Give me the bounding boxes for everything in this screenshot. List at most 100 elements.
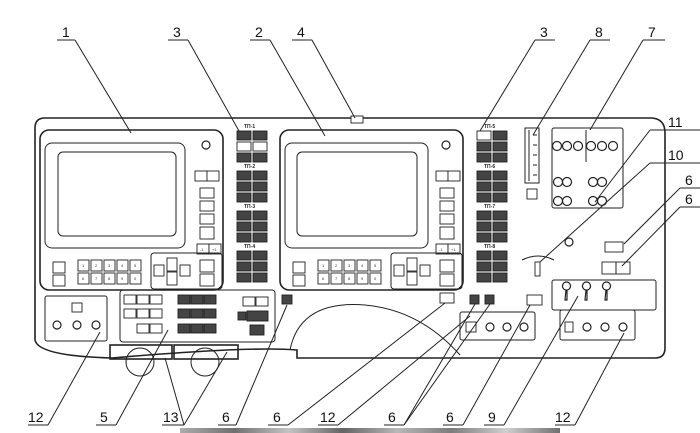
toggle-switch-panel-9 xyxy=(551,279,657,311)
svg-text:8: 8 xyxy=(108,276,111,281)
callout-6b: 6 xyxy=(685,191,693,207)
func-button-2[interactable] xyxy=(199,200,215,212)
right-display-unit: -1 +1 1 2 3 4 5 6 7 8 9 0 xyxy=(279,129,464,291)
right-arrow-left[interactable] xyxy=(393,264,405,277)
knob[interactable] xyxy=(552,176,564,188)
callout-5: 5 xyxy=(100,409,108,425)
connector-panel-left xyxy=(44,295,108,342)
switch-6d[interactable] xyxy=(484,294,495,305)
mode-button-a[interactable] xyxy=(194,170,208,182)
left-key-groups: ТП-1 ТП-2 ТП-3 ТП-4 xyxy=(236,124,268,283)
right-enter-button-b[interactable] xyxy=(439,273,455,287)
left-arrow-down[interactable] xyxy=(166,271,178,286)
knob[interactable] xyxy=(607,140,619,152)
left-arrow-right[interactable] xyxy=(179,264,191,277)
callout-labels-bottom: 12 5 13 6 6 12 6 6 9 12 xyxy=(28,409,571,425)
svg-text:ТП-8: ТП-8 xyxy=(484,244,495,250)
knob[interactable] xyxy=(587,176,599,188)
left-arrow-up[interactable] xyxy=(166,257,178,272)
panel-outline xyxy=(34,117,666,359)
callout-3: 3 xyxy=(173,24,181,40)
svg-text:ТП-1: ТП-1 xyxy=(244,124,255,130)
knob[interactable] xyxy=(561,176,573,188)
left-toggle-up[interactable] xyxy=(52,261,66,274)
brightness-knob[interactable] xyxy=(201,140,211,150)
switch-6a[interactable] xyxy=(604,241,624,253)
left-enter-button-a[interactable] xyxy=(199,259,215,273)
svg-text:1: 1 xyxy=(82,263,85,268)
svg-text:6: 6 xyxy=(322,276,325,281)
svg-text:9: 9 xyxy=(361,276,364,281)
right-toggle-down[interactable] xyxy=(292,274,306,287)
svg-text:9: 9 xyxy=(121,276,124,281)
left-enter-button-b[interactable] xyxy=(199,273,215,287)
left-display-unit: -1 +1 1 2 3 4 5 6 7 8 9 0 xyxy=(39,129,224,291)
svg-text:5: 5 xyxy=(134,263,137,268)
switch-6c[interactable] xyxy=(469,294,480,305)
right-arrow-up[interactable] xyxy=(406,257,418,272)
left-arrow-left[interactable] xyxy=(153,264,165,277)
callout-7: 7 xyxy=(648,24,656,40)
callout-12a: 12 xyxy=(28,409,44,425)
callout-1: 1 xyxy=(62,24,70,40)
right-toggle-up[interactable] xyxy=(292,261,306,274)
callout-2: 2 xyxy=(255,24,263,40)
knob[interactable] xyxy=(561,140,573,152)
knob[interactable] xyxy=(551,140,563,152)
switch-6g[interactable] xyxy=(281,294,293,305)
step-plus-button[interactable] xyxy=(208,243,222,255)
knob-cluster xyxy=(551,127,624,209)
right-step-plus-label: +1 xyxy=(451,247,456,252)
toggle[interactable] xyxy=(601,281,612,301)
mode-button-b[interactable] xyxy=(206,170,220,182)
switch-6e[interactable] xyxy=(526,294,543,306)
knob[interactable] xyxy=(585,140,597,152)
right-func-button-1[interactable] xyxy=(439,187,455,199)
left-toggle-down[interactable] xyxy=(52,274,66,287)
knob[interactable] xyxy=(596,195,608,207)
right-func-button-2[interactable] xyxy=(439,200,455,212)
right-brightness-knob[interactable] xyxy=(441,140,451,150)
callout-6e: 6 xyxy=(388,409,396,425)
knob[interactable] xyxy=(596,176,608,188)
right-mode-button-b[interactable] xyxy=(447,170,461,182)
right-arrow-right[interactable] xyxy=(419,264,431,277)
func-button-4[interactable] xyxy=(199,226,215,240)
callout-12c: 12 xyxy=(555,409,571,425)
callout-labels-right: 11 10 6 6 xyxy=(668,114,693,207)
switch-6f[interactable] xyxy=(439,292,455,304)
knob[interactable] xyxy=(596,140,608,152)
func-button-3[interactable] xyxy=(199,213,215,225)
knob[interactable] xyxy=(561,195,573,207)
left-numeric-keypad: 1 2 3 4 5 6 7 8 9 0 xyxy=(77,259,142,285)
right-enter-button-a[interactable] xyxy=(439,259,455,273)
rotary-knob-11[interactable] xyxy=(564,237,574,247)
callout-6d: 6 xyxy=(273,409,281,425)
svg-text:0: 0 xyxy=(374,276,377,281)
knob[interactable] xyxy=(572,140,584,152)
svg-text:ТП-2: ТП-2 xyxy=(244,164,255,170)
right-cursor-pad xyxy=(390,252,463,290)
scan-artifact-strip xyxy=(180,428,560,433)
lever-switch-10[interactable] xyxy=(521,255,555,277)
callout-4: 4 xyxy=(297,24,305,40)
svg-text:4: 4 xyxy=(121,263,124,268)
right-func-button-3[interactable] xyxy=(439,213,455,225)
callout-labels-top: 1 3 2 4 3 8 7 xyxy=(62,24,656,40)
callout-10: 10 xyxy=(668,147,684,163)
right-mode-button-a[interactable] xyxy=(435,170,449,182)
right-arrow-down[interactable] xyxy=(406,271,418,286)
callout-3b: 3 xyxy=(540,24,548,40)
svg-text:1: 1 xyxy=(322,263,325,268)
toggle[interactable] xyxy=(581,281,592,301)
knob[interactable] xyxy=(552,195,564,207)
callout-11: 11 xyxy=(668,114,683,130)
func-button-1[interactable] xyxy=(199,187,215,199)
button-block-5 xyxy=(119,289,276,343)
right-step-plus-button[interactable] xyxy=(447,243,461,255)
step-minus-label: -1 xyxy=(200,247,204,252)
right-func-button-4[interactable] xyxy=(439,226,455,240)
callout-8: 8 xyxy=(595,24,603,40)
toggle[interactable] xyxy=(561,281,572,301)
callout-9: 9 xyxy=(488,409,496,425)
